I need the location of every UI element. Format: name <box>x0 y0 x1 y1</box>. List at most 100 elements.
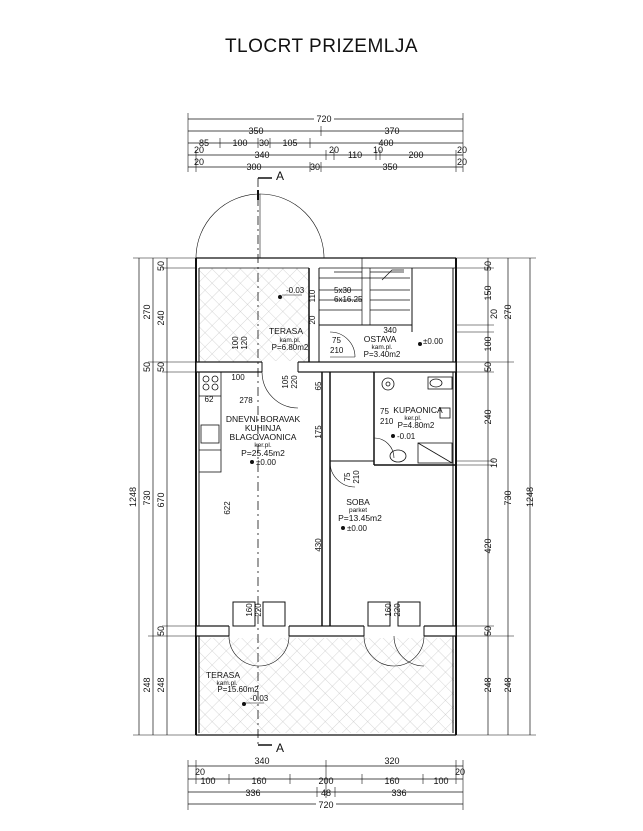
room-label-soba: SOBA parket P=13.45m2 ±0.00 <box>338 497 382 533</box>
room-floor: kam.pl. <box>280 337 301 344</box>
dim-text: 430 <box>314 538 323 552</box>
room-name: OSTAVA <box>364 334 397 344</box>
dim-text: 100 <box>231 336 240 350</box>
dim-text: 10 <box>489 458 499 468</box>
room-area: P=3.40m2 <box>364 350 401 359</box>
room-label-dnevni: DNEVNI BORAVAK KUHINJA BLAGOVAONICA ker.… <box>226 414 301 467</box>
dim-text: 20 <box>457 157 467 167</box>
dim-text: 50 <box>483 261 493 271</box>
section-marker-top: A <box>276 169 284 183</box>
dim-text: 248 <box>156 677 166 692</box>
dim-text: 110 <box>348 150 362 160</box>
level-marker <box>278 295 282 299</box>
plan-title: TLOCRT PRIZEMLJA <box>224 36 419 57</box>
right-dimension-texts: 50 150 20 100 50 240 10 420 50 248 270 7… <box>483 261 535 693</box>
level-marker <box>242 702 246 706</box>
dim-text: 50 <box>483 362 493 372</box>
right-dimension-lines <box>456 257 536 736</box>
level-marker <box>250 460 254 464</box>
dim-text: 100 <box>232 138 247 148</box>
room-name: KUHINJA <box>245 423 282 433</box>
room-name: SOBA <box>346 497 370 507</box>
dim-text: 336 <box>391 788 406 798</box>
dim-text: 100 <box>200 776 215 786</box>
dim-text: 20 <box>329 145 339 155</box>
dim-text: 300 <box>246 162 261 172</box>
dim-text: 20 <box>195 767 205 777</box>
room-level: ±0.00 <box>256 458 277 467</box>
room-level: -0.01 <box>397 432 416 441</box>
dim-text: 200 <box>408 150 423 160</box>
room-area: P=25.45m2 <box>241 448 285 458</box>
left-dimension-lines <box>133 257 196 736</box>
dim-text: 420 <box>483 538 493 553</box>
dim-text: 210 <box>330 346 344 355</box>
room-floor: kam.pl. <box>372 344 393 351</box>
left-dimension-texts: 1248 270 50 730 248 50 240 50 670 50 248 <box>128 261 166 693</box>
dim-text: 320 <box>384 756 399 766</box>
dim-text: 248 <box>142 677 152 692</box>
dim-text: 20 <box>489 309 499 319</box>
dim-text: 105 <box>281 375 290 389</box>
dim-text: 670 <box>156 492 166 507</box>
room-area: P=6.80m2 <box>272 343 309 352</box>
dim-text: 248 <box>483 677 493 692</box>
dim-text: 6x16.25 <box>334 295 363 304</box>
dim-text: 50 <box>156 626 166 636</box>
dim-text: 220 <box>254 603 263 617</box>
dim-text: 50 <box>156 362 166 372</box>
dim-text: 1248 <box>525 487 535 507</box>
bathroom-fixtures <box>381 376 453 464</box>
terrace-hatching <box>199 268 454 733</box>
dim-text: 400 <box>378 138 393 148</box>
dim-text: 30 <box>259 138 269 148</box>
dim-text: 160 <box>384 603 393 617</box>
dim-text: 75 <box>332 336 341 345</box>
room-level: -0.03 <box>286 286 305 295</box>
dim-text: 62 <box>205 395 214 404</box>
room-level: ±0.00 <box>347 524 368 533</box>
dim-text: 5x30 <box>334 286 352 295</box>
dim-text: 30 <box>310 162 320 172</box>
dim-text: 240 <box>483 409 493 424</box>
dim-text: 622 <box>223 501 232 515</box>
dim-text: 105 <box>282 138 297 148</box>
dim-text: 50 <box>156 261 166 271</box>
dim-text: 350 <box>248 126 263 136</box>
section-marker-bottom: A <box>276 741 284 755</box>
opening-dimension-texts: 100 120 105 220 65 100 62 278 622 175 43… <box>205 286 402 617</box>
dim-text: 240 <box>156 310 166 325</box>
dim-text: 75 <box>343 472 352 481</box>
room-floor: parket <box>349 507 367 514</box>
dim-text: 220 <box>393 603 402 617</box>
dim-text: 350 <box>382 162 397 172</box>
dim-text: 200 <box>318 776 333 786</box>
dim-text: 278 <box>239 396 253 405</box>
dim-text: 340 <box>254 756 269 766</box>
room-floor: ker.pl. <box>254 442 272 449</box>
dim-text: 720 <box>318 800 333 810</box>
dim-text: 50 <box>483 626 493 636</box>
dim-text: 730 <box>142 490 152 505</box>
dim-text: 340 <box>383 326 397 335</box>
dim-text: 50 <box>142 362 152 372</box>
dim-text: 270 <box>503 304 513 319</box>
room-label-kupaonica: KUPAONICA ker.pl. P=4.80m2 -0.01 <box>391 405 443 441</box>
dim-text: 75 <box>380 407 389 416</box>
dim-text: 270 <box>142 304 152 319</box>
dim-text: 100 <box>231 373 245 382</box>
dim-text: 220 <box>290 375 299 389</box>
dim-text: 340 <box>254 150 269 160</box>
dim-text: 20 <box>455 767 465 777</box>
dim-text: 336 <box>245 788 260 798</box>
dim-text: 370 <box>384 126 399 136</box>
dim-text: 720 <box>316 114 331 124</box>
dim-text: 10 <box>373 145 383 155</box>
dim-text: 48 <box>321 788 331 798</box>
bottom-dimension-texts: 340 320 20 20 100 160 200 160 100 336 48… <box>195 756 465 810</box>
stairs <box>319 258 410 325</box>
room-label-terasa-bottom: TERASA kam.pl. P=15.60m2 -0.03 <box>206 670 269 706</box>
bottom-dimension-lines <box>187 760 464 810</box>
room-name: DNEVNI BORAVAK <box>226 414 301 424</box>
